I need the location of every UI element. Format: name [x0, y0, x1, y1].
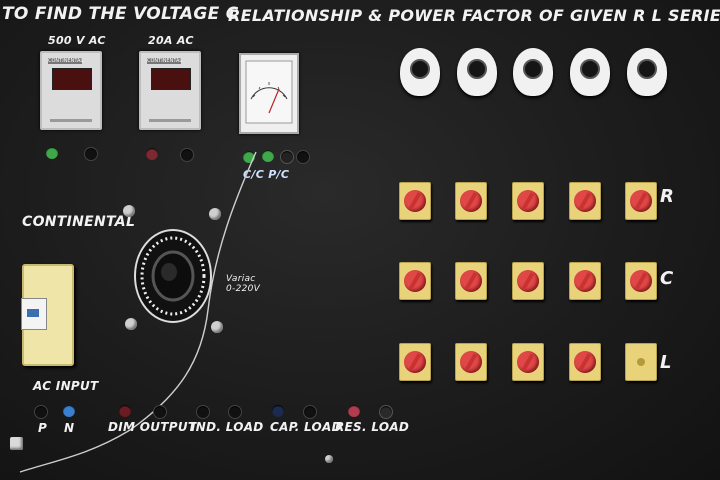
title-left: TO FIND THE VOLTAGE C — [2, 4, 239, 24]
lamp-socket-icon[interactable] — [400, 48, 440, 96]
ammeter-terminal-p[interactable] — [146, 148, 158, 160]
title-right: RELATIONSHIP & POWER FACTOR OF GIVEN R L… — [228, 6, 720, 25]
indicator-lamp-icon — [10, 437, 23, 450]
ammeter-display — [151, 68, 191, 90]
ac-p-label: P — [38, 421, 48, 435]
lamp-socket-icon[interactable] — [627, 48, 667, 96]
rotary-switch-r2[interactable] — [455, 182, 487, 220]
variac-knob-icon[interactable] — [133, 227, 213, 325]
voltmeter-terminal-n[interactable] — [84, 147, 98, 161]
wattmeter-terminal-4[interactable] — [296, 150, 310, 164]
ind-load-terminal-1[interactable] — [196, 405, 210, 419]
wattmeter-terminal-1[interactable] — [243, 151, 255, 163]
res-load-terminal-2[interactable] — [379, 405, 393, 419]
rotary-switch-l4[interactable] — [569, 343, 601, 381]
lamp-socket-icon[interactable] — [457, 48, 497, 96]
cc-pc-label: C/C P/C — [243, 168, 290, 181]
digital-voltmeter-icon: CONTINENTAL — [40, 51, 102, 130]
rotary-switch-c1[interactable] — [399, 262, 431, 300]
ind-load-label: IND. LOAD — [191, 420, 264, 434]
ac-input-label: AC INPUT — [33, 379, 99, 393]
rotary-switch-c3[interactable] — [512, 262, 544, 300]
wattmeter-terminal-3[interactable] — [280, 150, 294, 164]
ind-load-terminal-2[interactable] — [228, 405, 242, 419]
rotary-switch-c2[interactable] — [455, 262, 487, 300]
cap-load-label: CAP. LOAD — [270, 420, 342, 434]
voltmeter-brand: CONTINENTAL — [48, 58, 84, 64]
row-label-l: L — [660, 352, 672, 373]
dim-output-label: DIM OUTPUT — [108, 420, 197, 434]
dim-output-terminal-1[interactable] — [119, 405, 131, 417]
rotary-switch-l5[interactable] — [625, 343, 657, 381]
dim-output-terminal-2[interactable] — [153, 405, 167, 419]
rotary-switch-l1[interactable] — [399, 343, 431, 381]
screw-icon — [123, 205, 135, 217]
screw-icon — [325, 455, 333, 463]
rotary-switch-r1[interactable] — [399, 182, 431, 220]
ammeter-terminal-n[interactable] — [180, 148, 194, 162]
cap-load-terminal-2[interactable] — [303, 405, 317, 419]
lamp-socket-icon[interactable] — [513, 48, 553, 96]
wattmeter-terminal-2[interactable] — [262, 150, 274, 162]
cap-load-terminal-1[interactable] — [272, 405, 284, 417]
ammeter-caption — [149, 119, 191, 122]
rotary-switch-r4[interactable] — [569, 182, 601, 220]
ac-input-terminal-n[interactable] — [63, 405, 75, 417]
digital-ammeter-icon: CONTINENTAL — [139, 51, 201, 130]
mcb-breaker-icon[interactable] — [21, 264, 74, 366]
voltmeter-caption — [50, 119, 92, 122]
analog-wattmeter-icon — [239, 53, 299, 134]
screw-icon — [209, 208, 221, 220]
rotary-switch-r5[interactable] — [625, 182, 657, 220]
row-label-c: C — [660, 268, 674, 289]
ac-input-terminal-p[interactable] — [34, 405, 48, 419]
ammeter-range-label: 20A AC — [148, 34, 194, 47]
voltmeter-display — [52, 68, 92, 90]
ammeter-brand: CONTINENTAL — [147, 58, 183, 64]
row-label-r: R — [660, 186, 675, 207]
res-load-label: RES. LOAD — [335, 420, 410, 434]
rotary-switch-l3[interactable] — [512, 343, 544, 381]
voltmeter-terminal-p[interactable] — [46, 147, 58, 159]
rotary-switch-r3[interactable] — [512, 182, 544, 220]
variac-label: Variac 0-220V — [226, 274, 261, 294]
rotary-switch-l2[interactable] — [455, 343, 487, 381]
voltmeter-range-label: 500 V AC — [48, 34, 106, 47]
ac-n-label: N — [64, 421, 75, 435]
lamp-socket-icon[interactable] — [570, 48, 610, 96]
rotary-switch-c4[interactable] — [569, 262, 601, 300]
continental-label: CONTINENTAL — [22, 214, 136, 230]
res-load-terminal-1[interactable] — [348, 405, 360, 417]
rotary-switch-c5[interactable] — [625, 262, 657, 300]
